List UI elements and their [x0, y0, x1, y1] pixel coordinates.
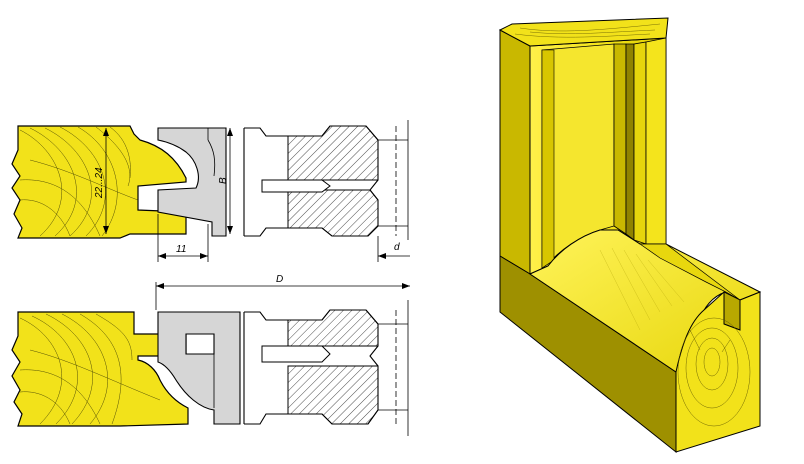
tongue-length-label: 11 — [176, 244, 186, 255]
bore-label: d — [394, 242, 400, 253]
cutter-body-top — [243, 120, 409, 240]
wood-grain-top — [19, 126, 139, 237]
wood-grain-bottom — [19, 313, 161, 425]
thickness-label: 22...24 — [94, 167, 105, 199]
cutter-body-bottom — [243, 300, 409, 436]
top-profile-section: 22...24 B 11 d — [11, 120, 410, 262]
tongue-dimension: 11 — [157, 214, 209, 262]
wood-board-bottom — [11, 311, 189, 427]
thickness-dimension: 22...24 — [94, 128, 109, 234]
bottom-profile-section — [11, 300, 409, 436]
bore-dimension: d — [377, 236, 410, 262]
cutter-height-dimension: B — [218, 128, 233, 234]
wood-board-top — [11, 125, 187, 239]
diameter-dimension: D — [155, 274, 410, 310]
frame-corner-3d — [498, 17, 762, 454]
stick-cutter-top — [157, 127, 227, 237]
diameter-label: D — [276, 274, 283, 285]
cutter-height-label: B — [218, 177, 229, 184]
